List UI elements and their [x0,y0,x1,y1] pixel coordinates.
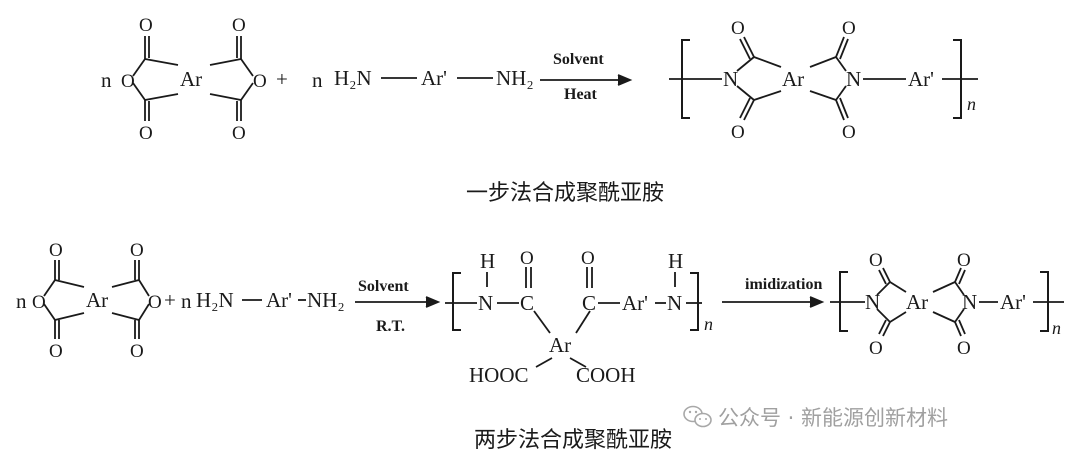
ar-core-label: Ar [782,67,804,91]
carboxylic-acid-group: HOOC [469,363,529,387]
two-step-caption: 两步法合成聚酰亚胺 [474,428,672,453]
carbonyl-oxygen: O [731,122,745,143]
carbonyl-oxygen: O [869,250,883,271]
ring-oxygen: O [32,292,46,313]
carbonyl-oxygen: O [49,341,63,362]
repeat-unit-subscript: n [1052,318,1061,338]
one-step-diamine: H₂N Ar' NH₂ [334,66,534,90]
ar-core-label: Ar [180,67,202,91]
ar-prime-core-label: Ar' [908,67,934,91]
ar-core-label: Ar [906,290,928,314]
amide-hydrogen: H [480,249,495,273]
amide-carbon: C [520,291,534,315]
arrow-condition-bottom: R.T. [376,318,405,335]
imide-nitrogen: N [962,290,977,314]
carbonyl-oxygen: O [957,250,971,271]
two-step-diamine-coefficient: n [181,289,192,313]
amine-group: H₂N [196,288,234,312]
amine-group: NH₂ [307,288,345,312]
carbonyl-oxygen: O [139,123,153,144]
amide-hydrogen: H [668,249,683,273]
wechat-icon [683,405,712,428]
ar-prime-core-label: Ar' [622,291,648,315]
carbonyl-oxygen: O [520,248,534,269]
amide-nitrogen: N [478,291,493,315]
amine-group: H₂N [334,66,372,90]
arrow-condition-top: imidization [745,276,822,293]
one-step-dianhydride-coefficient: n [101,68,112,92]
ring-oxygen: O [148,292,162,313]
two-step-first-arrow: Solvent R.T. [355,278,441,335]
ar-core-label: Ar [86,288,108,312]
carbonyl-oxygen: O [130,341,144,362]
carbonyl-oxygen: O [842,18,856,39]
carbonyl-oxygen: O [842,122,856,143]
imide-nitrogen: N [723,67,738,91]
carbonyl-oxygen: O [139,15,153,36]
ar-prime-core-label: Ar' [421,66,447,90]
plus-sign: + [276,67,288,91]
carbonyl-oxygen: O [232,123,246,144]
one-step-caption: 一步法合成聚酰亚胺 [466,181,664,206]
two-step-diamine: H₂N Ar' NH₂ [196,288,345,312]
one-step-dianhydride: O O O O O O Ar [121,15,267,144]
imide-nitrogen: N [865,290,880,314]
polyamic-acid-intermediate: H N C O Ar C O Ar' N H n [445,248,713,387]
one-step-scheme: n O O O O O O Ar [101,15,978,206]
carbonyl-oxygen: O [731,18,745,39]
two-step-dianhydride-coefficient: n [16,289,27,313]
two-step-polyimide-product: N O O Ar O O N Ar' [830,250,1064,359]
repeat-unit-subscript: n [967,94,976,114]
arrow-condition-bottom: Heat [564,86,598,103]
one-step-diamine-coefficient: n [312,68,323,92]
one-step-reaction-arrow: Solvent Heat [540,51,633,103]
one-step-polyimide-product: N O O Ar O O N Ar' [669,18,978,143]
carbonyl-oxygen: O [957,338,971,359]
amide-carbon: C [582,291,596,315]
arrow-condition-top: Solvent [553,51,604,68]
imidization-arrow: imidization [722,276,825,308]
two-step-dianhydride: O O O O O O Ar [32,240,162,362]
ar-prime-core-label: Ar' [1000,290,1026,314]
imide-nitrogen: N [846,67,861,91]
plus-sign: + [164,288,176,312]
ring-oxygen: O [121,71,135,92]
carbonyl-oxygen: O [869,338,883,359]
repeat-unit-subscript: n [704,314,713,334]
amine-group: NH₂ [496,66,534,90]
carbonyl-oxygen: O [581,248,595,269]
ring-oxygen: O [253,71,267,92]
watermark-text: 公众号 · 新能源创新材料 [718,406,948,430]
two-step-scheme: n O O O O O O Ar + n [16,240,1064,453]
carboxylic-acid-group: COOH [576,363,636,387]
watermark: 公众号 · 新能源创新材料 [683,405,948,430]
amide-nitrogen: N [667,291,682,315]
carbonyl-oxygen: O [130,240,144,261]
carbonyl-oxygen: O [49,240,63,261]
ar-core-label: Ar [549,333,571,357]
arrow-condition-top: Solvent [358,278,409,295]
carbonyl-oxygen: O [232,15,246,36]
ar-prime-core-label: Ar' [266,288,292,312]
